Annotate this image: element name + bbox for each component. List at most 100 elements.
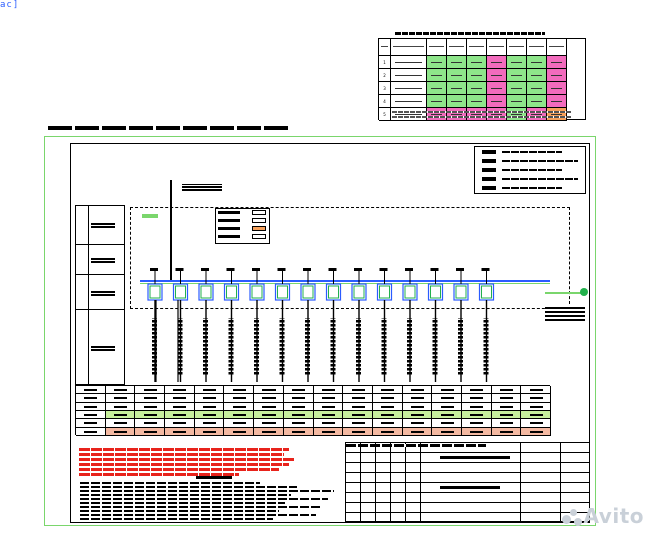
load-table-cell <box>447 82 467 95</box>
legend-symbol <box>482 186 496 190</box>
note-line <box>80 506 322 508</box>
feeder-table-cell <box>491 386 522 395</box>
load-table-cell <box>391 95 427 108</box>
feeder-table-cell <box>343 427 373 436</box>
load-table-header-cell <box>467 39 487 56</box>
feeder-table-cell <box>461 427 492 436</box>
feeder-table-cell <box>372 402 403 411</box>
drawing-frame <box>44 136 596 526</box>
feeder-table-cell <box>461 386 492 395</box>
load-table-cell <box>547 95 567 108</box>
feeder-table-cell <box>283 419 314 428</box>
load-table-cell <box>391 69 427 82</box>
title-block-row <box>345 452 590 453</box>
feeder-table-cell <box>283 411 314 420</box>
load-table-cell <box>507 69 527 82</box>
legend-text <box>502 169 562 171</box>
load-table-cell: 1 <box>379 56 391 69</box>
drawing-sheet <box>70 143 590 523</box>
load-table-cell <box>447 95 467 108</box>
legend-text <box>502 160 578 162</box>
feeder-table-cell <box>521 394 551 403</box>
feeder-table-cell <box>461 394 492 403</box>
load-table-cell <box>427 69 447 82</box>
feeder-table-cell <box>521 419 551 428</box>
avito-logo-icon <box>561 508 584 527</box>
red-note-line <box>79 473 239 476</box>
feeder-table-cell <box>432 411 462 420</box>
load-table-cell: 3 <box>379 82 391 95</box>
note-line <box>80 482 260 484</box>
output-node-icon <box>580 288 588 296</box>
red-note-line <box>79 448 289 451</box>
feeder-table-cell <box>76 402 106 411</box>
feeder-table-cell <box>283 394 314 403</box>
feeder-table-cell <box>224 402 255 411</box>
note-line <box>80 486 297 488</box>
load-table-cell <box>487 95 507 108</box>
load-table-header-cell <box>447 39 467 56</box>
load-table-header-cell <box>487 39 507 56</box>
feeder-table-cell <box>76 427 106 436</box>
feeder-table-cell <box>372 386 403 395</box>
load-table-cell <box>487 56 507 69</box>
legend-symbol <box>482 159 496 163</box>
red-note-line <box>79 453 284 456</box>
feeder-table-cell <box>343 402 373 411</box>
load-table-cell <box>527 95 547 108</box>
busbar-green <box>140 283 550 284</box>
feeder-table-cell <box>105 402 136 411</box>
busbar <box>140 280 550 282</box>
load-table-cell <box>391 56 427 69</box>
feeder-table-cell <box>165 386 195 395</box>
left-label-cell <box>75 245 125 275</box>
legend-text <box>502 151 562 153</box>
title-block-col <box>520 442 521 522</box>
feeder-table-cell <box>432 386 462 395</box>
feeder-table-cell <box>194 386 225 395</box>
meter-value <box>252 210 266 215</box>
feeder-table-cell <box>432 427 462 436</box>
title-block-col <box>420 442 421 522</box>
feeder-table-cell <box>521 411 551 420</box>
feeder-table-cell <box>254 427 284 436</box>
output-arrow <box>545 292 585 294</box>
feeder-table-cell <box>165 427 195 436</box>
feeder-table-cell <box>254 394 284 403</box>
load-table-cell <box>507 95 527 108</box>
load-table-cell <box>487 82 507 95</box>
feeder-table-cell <box>283 402 314 411</box>
avito-watermark-text: Avito <box>583 504 644 528</box>
feeder-table-cell <box>283 427 314 436</box>
feeder-table-cell <box>254 386 284 395</box>
load-table-cell <box>527 82 547 95</box>
feeder-table-cell <box>194 402 225 411</box>
incoming-cable <box>170 180 172 280</box>
meter-label <box>218 227 240 230</box>
load-table-cell <box>487 108 507 121</box>
feeder-table-cell <box>165 411 195 420</box>
feeder-table-cell <box>135 394 166 403</box>
sheet-heading <box>48 126 288 130</box>
feeder-table-cell <box>372 419 403 428</box>
feeder-table-cell <box>343 419 373 428</box>
feeder-table-cell <box>135 411 166 420</box>
feeder-table-cell <box>194 427 225 436</box>
feeder-table-cell <box>461 419 492 428</box>
feeder-table-cell <box>402 394 433 403</box>
feeder-table-cell <box>372 394 403 403</box>
load-table-cell <box>391 82 427 95</box>
title-block-col <box>375 442 376 522</box>
feeder-table-cell <box>491 402 522 411</box>
feeder-table-cell <box>105 427 136 436</box>
notes-heading <box>196 476 232 479</box>
load-table-cell <box>467 108 487 121</box>
legend-block <box>474 146 586 194</box>
load-table-cell <box>427 56 447 69</box>
feeder-table-cell <box>461 402 492 411</box>
note-line <box>80 510 279 512</box>
meter-label <box>218 235 240 238</box>
feeder-table-cell <box>402 419 433 428</box>
load-table-cell <box>527 108 547 121</box>
